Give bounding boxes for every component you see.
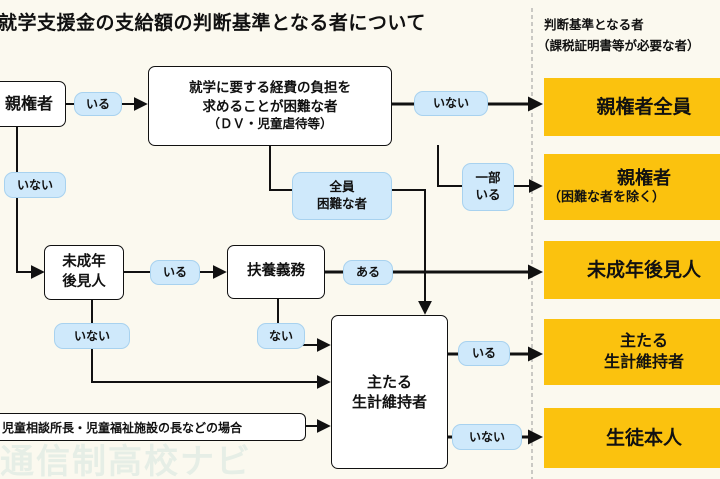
breadwinner-node-line2: 生計維持者 — [351, 393, 427, 411]
minor-guardian-node-line1: 未成年 — [62, 253, 106, 270]
result-all-guardians-label: 親権者全員 — [596, 95, 692, 118]
difficulty-node-line3: （ＤＶ・児童虐待等） — [207, 115, 333, 131]
result-breadwinner-line2: 生計維持者 — [603, 352, 684, 371]
minor-guardian-node: 未成年 後見人 — [44, 245, 124, 300]
result-student-label: 生徒本人 — [605, 426, 682, 449]
label-some-exist-line2: いる — [475, 187, 501, 202]
result-guardian-excluding-line1: 親権者 — [617, 167, 671, 189]
label-all-difficult: 全員 困難な者 — [292, 172, 392, 220]
label-guardian-exists: いる — [74, 92, 122, 116]
breadwinner-node: 主たる 生計維持者 — [331, 315, 448, 469]
result-minor-guardian-label: 未成年後見人 — [586, 258, 701, 281]
right-header-line2: （課税証明書等が必要な者） — [537, 38, 700, 53]
label-minor-exists: いる — [150, 260, 200, 285]
watermark: 通信制高校ナビ — [0, 442, 252, 479]
special-case-node: 児童相談所長・児童福祉施設の長などの場合 — [0, 413, 306, 441]
result-student: 生徒本人 — [544, 408, 720, 468]
result-minor-guardian: 未成年後見人 — [544, 241, 720, 299]
support-duty-node-label: 扶養義務 — [247, 263, 305, 280]
result-breadwinner-line1: 主たる — [619, 331, 668, 351]
edge-guardian-minor — [16, 124, 45, 279]
label-difficulty-none: いない — [414, 91, 488, 116]
label-guardian-none: いない — [4, 172, 66, 198]
label-some-exist-line1: 一部 — [475, 170, 501, 186]
right-header-line1: 判断基準となる者 — [544, 17, 644, 32]
result-guardian-excluding-line2: （困難な者を除く） — [548, 190, 666, 206]
label-breadwinner-exists: いる — [458, 341, 510, 366]
result-guardian-excluding: 親権者 （困難な者を除く） — [544, 154, 720, 220]
difficulty-node-line2: 求めることが困難な者 — [202, 98, 338, 115]
label-some-exist: 一部 いる — [462, 163, 514, 211]
label-support-has: ある — [343, 260, 393, 285]
result-all-guardians: 親権者全員 — [544, 78, 720, 136]
result-breadwinner: 主たる 生計維持者 — [544, 319, 720, 385]
guardian-node-label: 親権者 — [4, 94, 53, 114]
label-minor-none: いない — [54, 323, 130, 349]
guardian-node: 親権者 — [0, 81, 66, 127]
label-all-difficult-line2: 困難な者 — [316, 196, 367, 211]
difficulty-node-line1: 就学に要する経費の負担を — [189, 80, 351, 97]
special-case-node-label: 児童相談所長・児童福祉施設の長などの場合 — [2, 420, 243, 435]
label-breadwinner-none: いない — [452, 424, 522, 450]
page-title: 就学支援金の支給額の判断基準となる者について — [0, 12, 426, 34]
difficulty-node: 就学に要する経費の負担を 求めることが困難な者 （ＤＶ・児童虐待等） — [148, 66, 392, 146]
support-duty-node: 扶養義務 — [227, 245, 325, 299]
minor-guardian-node-line2: 後見人 — [62, 273, 106, 290]
label-support-none: ない — [257, 323, 305, 349]
label-all-difficult-line1: 全員 — [329, 179, 355, 195]
breadwinner-node-line1: 主たる — [366, 372, 412, 391]
